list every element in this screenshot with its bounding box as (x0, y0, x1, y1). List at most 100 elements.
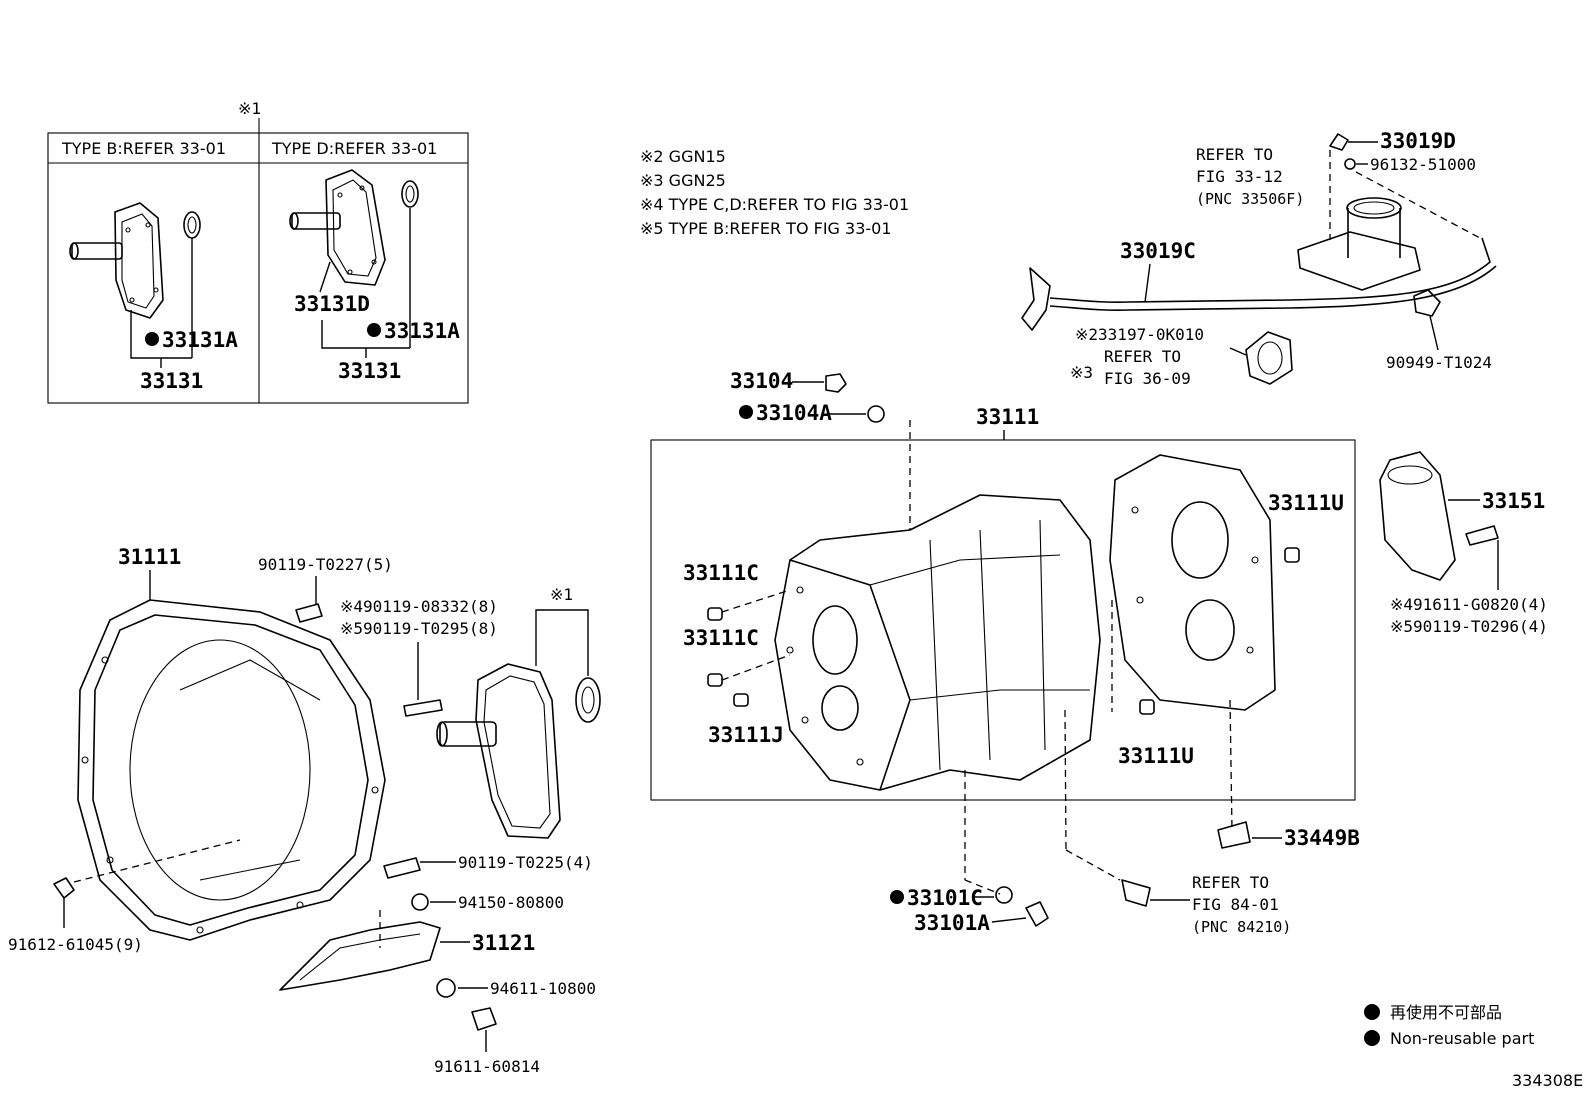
pipe-fitting-drawing (1021, 267, 1051, 331)
legend-dot-jp (1364, 1004, 1380, 1020)
part-33019D: 33019D (1380, 129, 1456, 153)
inset-box: ※1 TYPE B:REFER 33-01 TYPE D:REFER 33-01… (47, 99, 469, 404)
bolt-top-icon (295, 603, 323, 623)
cover-33151-drawing (1379, 451, 1456, 581)
part-33449B: 33449B (1284, 826, 1360, 850)
case-body-drawing (774, 494, 1101, 791)
housing-drawing (77, 599, 386, 941)
retainer-drawing (475, 663, 561, 839)
part-33111J: 33111J (708, 723, 784, 747)
pipe-drawing (1049, 237, 1491, 303)
part-91612-61045: 91612-61045(9) (8, 935, 143, 954)
rear-plate-drawing (1109, 454, 1276, 711)
gasket-icon (867, 405, 885, 423)
breather-icon (825, 373, 847, 393)
plug-refer-line1: REFER TO (1104, 347, 1181, 366)
note-2: ※2 GGN15 (640, 147, 726, 166)
transmission-case: 33104 33104A 33111 3311 (650, 369, 1548, 936)
drain-gasket-icon (995, 886, 1013, 904)
bolt-left-icon (53, 877, 75, 899)
part-31111: 31111 (118, 545, 181, 569)
part-90949-T1024: 90949-T1024 (1386, 353, 1492, 372)
pipe-assembly: REFER TO FIG 33-12 (PNC 33506F) 33019D 9… (1021, 129, 1497, 388)
part-90119-T0225: 90119-T0225(4) (458, 853, 593, 872)
nut-icon (411, 893, 429, 911)
plug-drawing (1245, 331, 1293, 385)
part-33131A-right: 33131A (384, 319, 460, 343)
part-33101C: 33101C (907, 886, 983, 910)
note-4: ※4 TYPE C,D:REFER TO FIG 33-01 (640, 195, 909, 214)
cover-bolt-icon (1465, 525, 1499, 546)
part-33111U-1: 33111U (1268, 491, 1344, 515)
part-91611-G0820: ※491611-G0820(4) (1390, 595, 1548, 614)
part-31121: 31121 (472, 931, 535, 955)
note-5: ※5 TYPE B:REFER TO FIG 33-01 (640, 219, 892, 238)
part-33131A-left: 33131A (162, 328, 238, 352)
part-33131-right: 33131 (338, 359, 401, 383)
legend-jp: 再使用不可部品 (1390, 1003, 1502, 1022)
non-reusable-dot (367, 323, 381, 337)
non-reusable-dot (145, 332, 159, 346)
refer-33-12-line3: (PNC 33506F) (1196, 190, 1304, 208)
pin-33111U-2 (1139, 699, 1155, 715)
part-33111: 33111 (976, 405, 1039, 429)
bolt-lower-icon (383, 857, 421, 879)
part-33151: 33151 (1482, 489, 1545, 513)
part-33101A: 33101A (914, 911, 990, 935)
part-94150-80800: 94150-80800 (458, 893, 564, 912)
clip-icon (1329, 133, 1349, 151)
pin-33111U-1 (1284, 547, 1300, 563)
part-33104: 33104 (730, 369, 793, 393)
sensor-refer-line3: (PNC 84210) (1192, 918, 1291, 936)
pin-33111C-2 (707, 673, 723, 687)
part-91611-60814: 91611-60814 (434, 1057, 540, 1076)
inset-right-header: TYPE D:REFER 33-01 (271, 139, 437, 158)
pin-33111C-1 (707, 607, 723, 621)
sensor-drawing (1121, 879, 1151, 907)
part-90119-T0295: ※590119-T0295(8) (340, 619, 498, 638)
bearing-retainer-left-drawing (69, 202, 201, 319)
bolt-icon (1344, 158, 1356, 170)
retainer-marker: ※1 (550, 585, 573, 604)
refer-33-12-line2: FIG 33-12 (1196, 167, 1283, 186)
part-94611-10800: 94611-10800 (490, 979, 596, 998)
part-33111C-1: 33111C (683, 561, 759, 585)
part-96132-51000: 96132-51000 (1370, 155, 1476, 174)
part-90119-T0227: 90119-T0227(5) (258, 555, 393, 574)
part-33019C: 33019C (1120, 239, 1196, 263)
part-33104A: 33104A (756, 401, 832, 425)
part-33197-0K010: ※233197-0K010 (1075, 325, 1204, 344)
part-90119-T0296: ※590119-T0296(4) (1390, 617, 1548, 636)
clamp-drawing (1413, 289, 1441, 317)
inset-marker: ※1 (238, 99, 261, 118)
drain-plug-icon (1025, 901, 1049, 927)
part-90119-08332: ※490119-08332(8) (340, 597, 498, 616)
legend-en: Non-reusable part (1390, 1029, 1534, 1048)
figure-code: 334308E (1512, 1071, 1583, 1090)
legend-dot-en (1364, 1030, 1380, 1046)
refer-33-12-line1: REFER TO (1196, 145, 1273, 164)
sensor-refer-line1: REFER TO (1192, 873, 1269, 892)
washer-icon (436, 978, 456, 998)
non-reusable-dot (890, 890, 904, 904)
plug-refer-line2: FIG 36-09 (1104, 369, 1191, 388)
clutch-housing: 31111 90119-T0227(5) ※490119-08332(8) ※5… (8, 545, 601, 1076)
inset-left-header: TYPE B:REFER 33-01 (61, 139, 226, 158)
pin-33111J (733, 693, 749, 707)
bolt-retainer-icon (403, 699, 443, 717)
legend: 再使用不可部品 Non-reusable part (1364, 1003, 1534, 1048)
cover-31121-drawing (279, 921, 441, 991)
part-33111U-2: 33111U (1118, 744, 1194, 768)
notes: ※2 GGN15 ※3 GGN25 ※4 TYPE C,D:REFER TO F… (640, 147, 909, 238)
shift-housing-drawing (1297, 231, 1421, 291)
part-33111C-2: 33111C (683, 626, 759, 650)
non-reusable-dot (739, 405, 753, 419)
bolt-bottom-icon (471, 1007, 497, 1031)
case-group-box (650, 439, 1356, 801)
bearing-retainer-right-drawing (289, 169, 419, 286)
plug-refer-marker: ※3 (1070, 363, 1093, 382)
note-3: ※3 GGN25 (640, 171, 726, 190)
part-33131-left: 33131 (140, 369, 203, 393)
